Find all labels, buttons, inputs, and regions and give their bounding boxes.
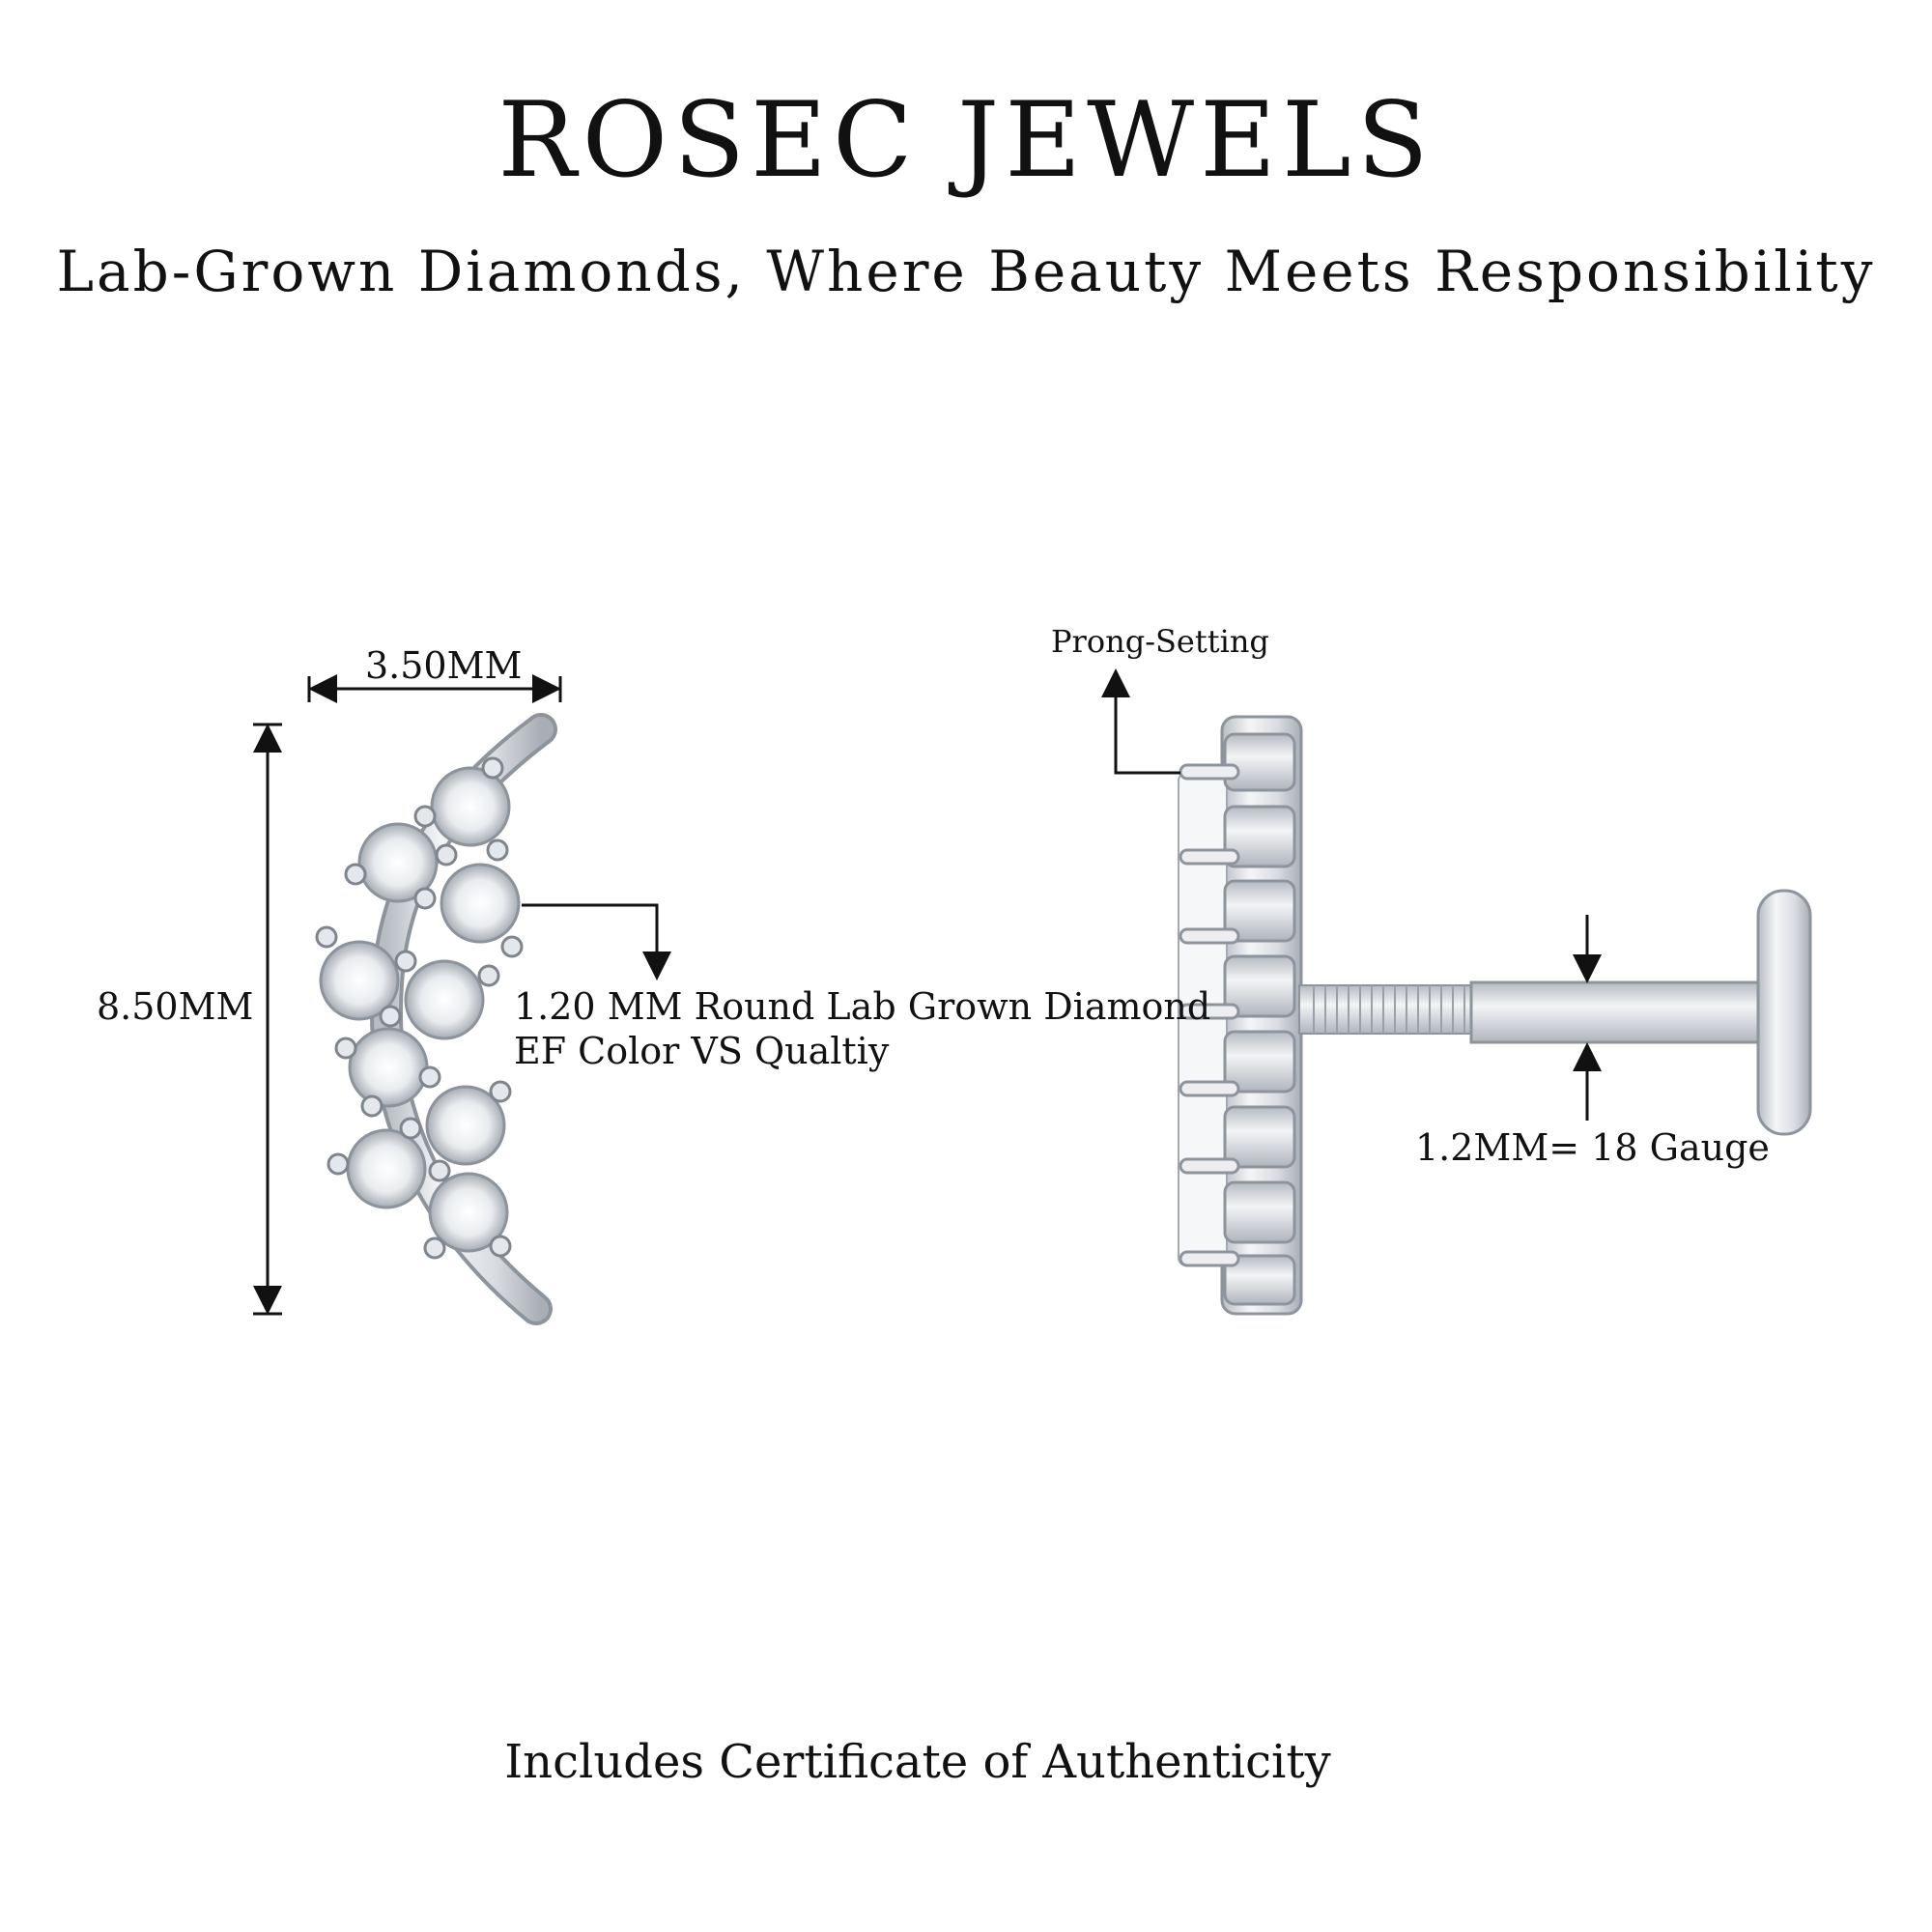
diamond — [440, 863, 521, 944]
stone-callout-line — [522, 903, 671, 980]
prong — [1179, 1003, 1240, 1020]
prong — [379, 1005, 402, 1028]
prong — [418, 1065, 441, 1089]
prong — [1179, 763, 1240, 781]
post-shaft — [1469, 980, 1763, 1044]
setting-segment — [1223, 954, 1296, 1018]
stone-spec-line1: 1.20 MM Round Lab Grown Diamond — [514, 985, 1211, 1028]
diamond — [428, 1172, 509, 1253]
diamond — [346, 1128, 427, 1209]
side-view-earring — [1178, 715, 1812, 1316]
prong — [423, 1236, 446, 1260]
diamond — [425, 1085, 506, 1166]
certificate-note: Includes Certificate of Authenticity — [504, 1735, 1331, 1789]
front-view-earring — [315, 713, 557, 1325]
prong — [360, 1094, 384, 1118]
setting-segment — [1223, 732, 1296, 792]
prong-setting-label: Prong-Setting — [1051, 623, 1269, 660]
prong — [500, 935, 524, 958]
width-label: 3.50MM — [365, 644, 523, 687]
setting-segment — [1223, 879, 1296, 943]
setting-segment — [1223, 1105, 1296, 1169]
prong — [435, 843, 458, 867]
prong — [413, 805, 437, 828]
prong — [413, 887, 437, 910]
prong — [489, 1235, 512, 1258]
prong — [394, 950, 417, 973]
height-label: 8.50MM — [97, 985, 254, 1028]
gauge-label: 1.2MM= 18 Gauge — [1415, 1126, 1770, 1169]
diamond — [357, 822, 439, 903]
setting-segment — [1223, 1180, 1296, 1244]
diamond — [430, 766, 511, 847]
diamond — [348, 1027, 429, 1108]
prong — [327, 1152, 350, 1176]
setting-segment — [1223, 805, 1296, 868]
threaded-post — [1298, 984, 1474, 1035]
prong — [489, 1080, 512, 1103]
flat-back-disc — [1756, 889, 1812, 1136]
prong — [344, 863, 367, 886]
tagline: Lab-Grown Diamonds, Where Beauty Meets R… — [56, 239, 1876, 304]
diamond — [404, 959, 485, 1040]
diamond — [319, 940, 400, 1021]
prong — [399, 1117, 422, 1140]
prong — [477, 964, 500, 987]
prong — [1179, 1080, 1240, 1097]
prong — [486, 838, 509, 862]
prong — [428, 1159, 451, 1182]
prong — [334, 1037, 357, 1060]
prong — [1179, 1157, 1240, 1175]
prong-callout-line — [1101, 668, 1180, 775]
prong — [315, 925, 338, 949]
brand-title: ROSEC JEWELS — [497, 80, 1435, 201]
prong — [1179, 927, 1240, 945]
setting-segment — [1223, 1030, 1296, 1094]
prong — [481, 756, 504, 780]
stone-spec-line2: EF Color VS Qualtiy — [514, 1030, 890, 1072]
prong — [1179, 1250, 1240, 1267]
prong — [1179, 848, 1240, 866]
setting-segment — [1223, 1254, 1296, 1306]
